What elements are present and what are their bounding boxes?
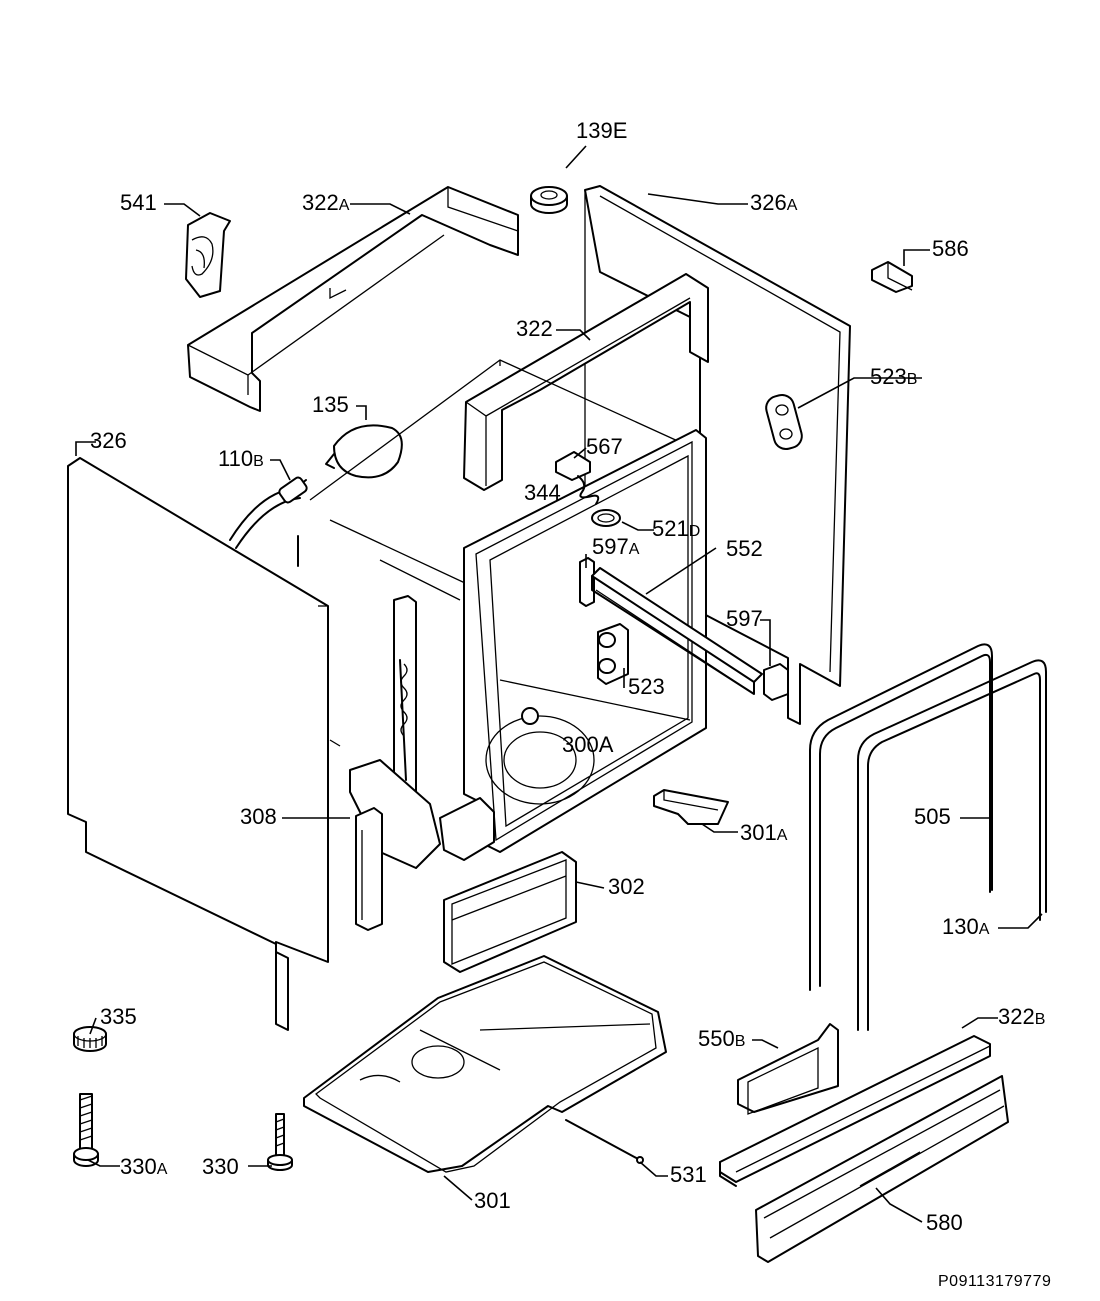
label-523: 523	[628, 674, 665, 699]
leader-lines	[75, 145, 1043, 1223]
part-135-float	[325, 424, 403, 479]
label-322: 322	[516, 316, 553, 341]
label-301a: 301A	[740, 820, 788, 845]
part-322b-bottom-brace	[719, 1035, 991, 1187]
label-130a: 130A	[942, 914, 990, 939]
label-330: 330	[202, 1154, 239, 1179]
part-335-nut	[73, 1026, 107, 1052]
label-550b: 550B	[698, 1026, 745, 1051]
part-110b-hose	[229, 476, 308, 567]
part-344-spring	[577, 475, 600, 505]
part-521d-ring	[591, 509, 621, 527]
part-326-side-panel	[67, 457, 341, 1031]
label-135: 135	[312, 392, 349, 417]
part-322a-top-brace	[187, 186, 519, 412]
part-301a-bracket	[653, 789, 729, 825]
label-344: 344	[524, 480, 561, 505]
label-597a: 597A	[592, 534, 640, 559]
label-567: 567	[586, 434, 623, 459]
label-541: 541	[120, 190, 157, 215]
label-301: 301	[474, 1188, 511, 1213]
label-580: 580	[926, 1210, 963, 1235]
label-322a: 322A	[302, 190, 350, 215]
part-505-door-seal	[809, 643, 993, 991]
part-330-screw	[267, 1113, 293, 1171]
label-335: 335	[100, 1004, 137, 1029]
label-586: 586	[932, 236, 969, 261]
label-330a: 330A	[120, 1154, 168, 1179]
part-139e-knob	[530, 186, 568, 214]
part-300a-inner-tub	[463, 429, 707, 853]
part-523b-gasket	[765, 393, 803, 451]
part-550b-bracket	[737, 1023, 839, 1115]
part-586-bracket	[871, 261, 913, 293]
label-505: 505	[914, 804, 951, 829]
label-521d: 521D	[652, 516, 700, 541]
part-302-frame	[443, 851, 577, 973]
part-541-clip	[185, 212, 231, 298]
label-597: 597	[726, 606, 763, 631]
part-531-rod	[565, 1119, 644, 1164]
part-567-bracket	[555, 451, 591, 481]
part-523-double-gasket	[597, 623, 629, 685]
drawing-code: P09113179779	[938, 1273, 1051, 1290]
label-300a: 300A	[562, 732, 614, 757]
label-326a: 326A	[750, 190, 798, 215]
label-302: 302	[608, 874, 645, 899]
label-531: 531	[670, 1162, 707, 1187]
part-552-rail	[591, 567, 763, 695]
part-308-hinge	[349, 595, 495, 931]
part-330a-screw	[73, 1093, 99, 1167]
part-597a-guide	[579, 557, 595, 607]
part-301-base-tray	[303, 955, 667, 1173]
part-labels: 139E 541 322A 326A 586 322 523B 135 326 …	[90, 118, 1051, 1290]
label-523b: 523B	[870, 364, 917, 389]
part-130a-seal	[857, 659, 1047, 1031]
cabinet-frame-lines	[309, 359, 681, 601]
part-580-bottom-rail	[755, 1075, 1009, 1263]
label-322b: 322B	[998, 1004, 1045, 1029]
part-597-end-cap	[763, 663, 789, 701]
label-139e: 139E	[576, 118, 627, 143]
part-322-inner-brace	[463, 273, 709, 491]
label-110b: 110B	[218, 446, 264, 471]
label-552: 552	[726, 536, 763, 561]
label-326: 326	[90, 428, 127, 453]
label-308: 308	[240, 804, 277, 829]
